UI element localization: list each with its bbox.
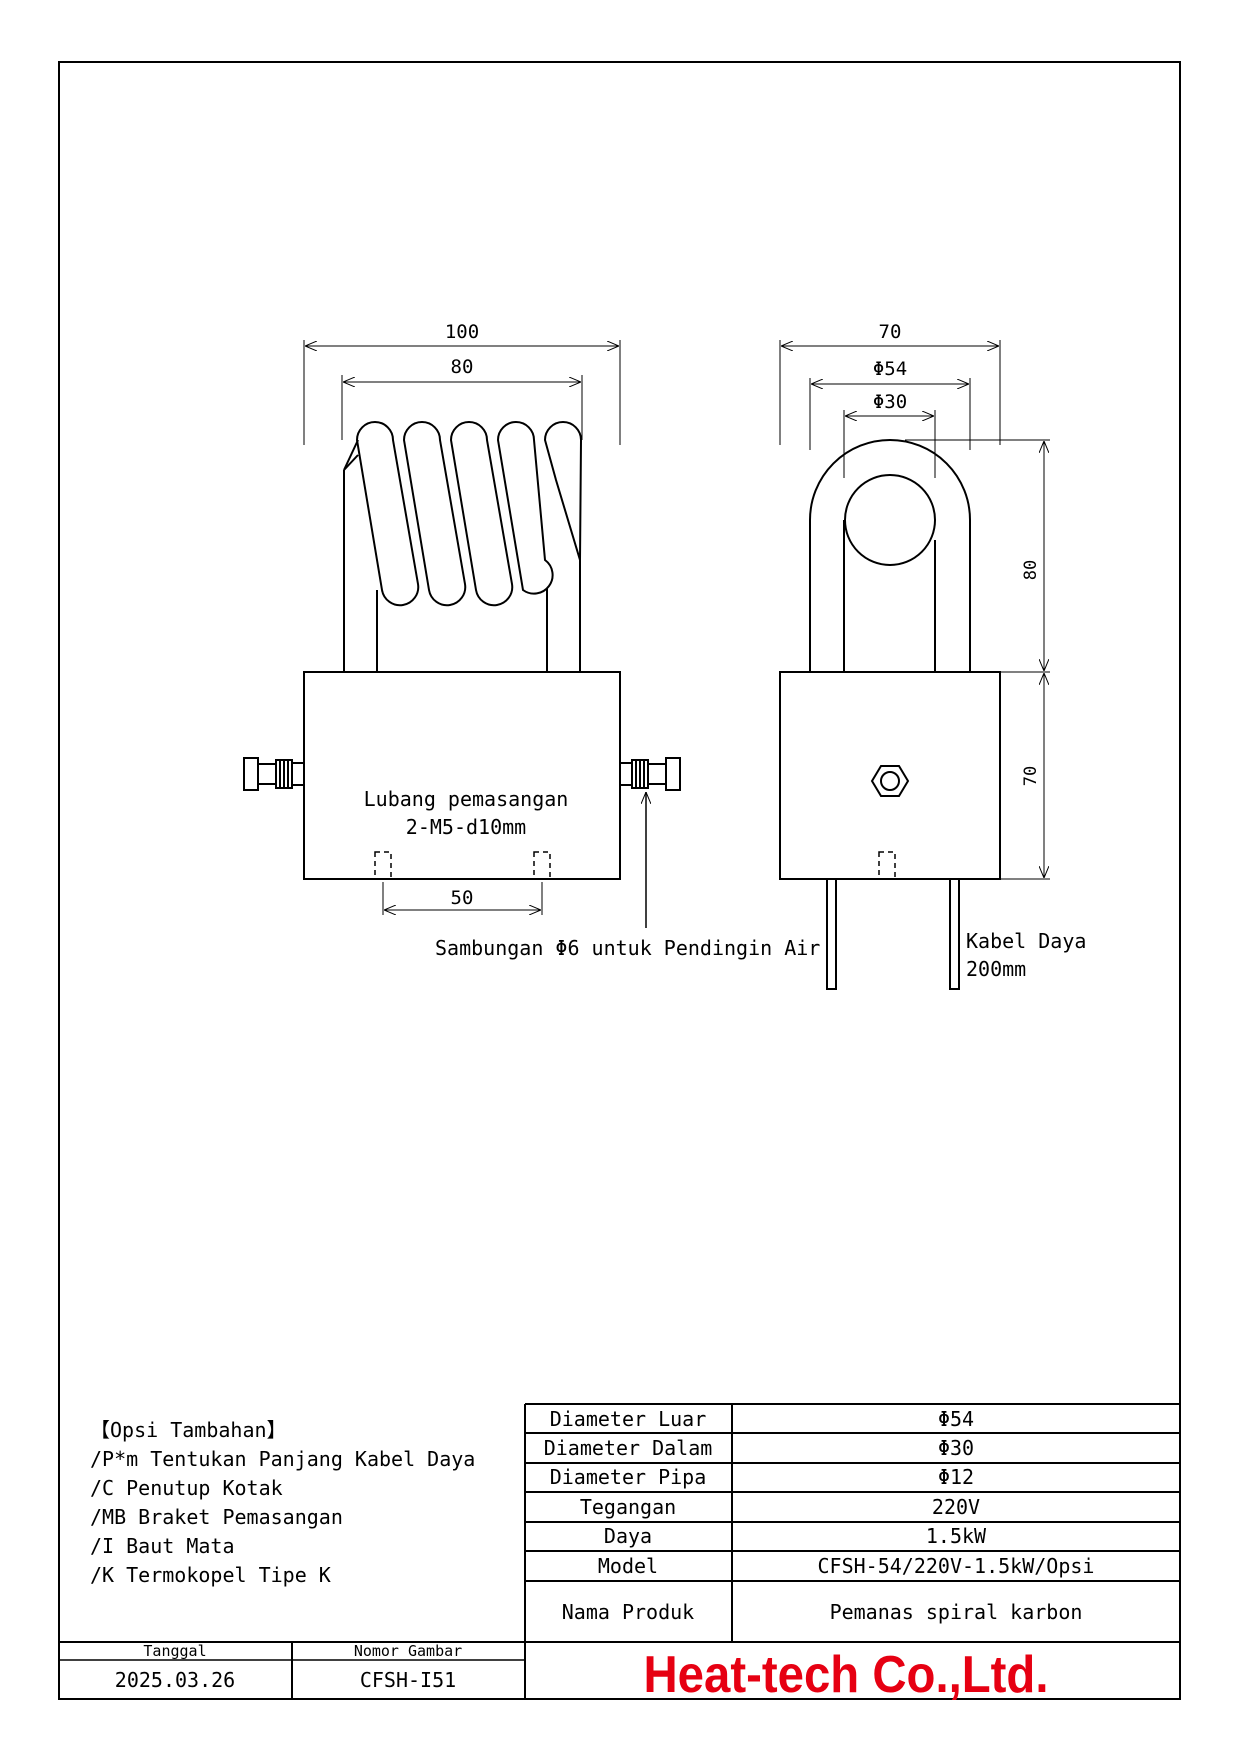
spec-label: Diameter Pipa [550,1465,707,1489]
spec-value: Φ30 [938,1436,974,1460]
title-block [59,1641,525,1699]
date-value: 2025.03.26 [115,1668,235,1692]
option-item: /P*m Tentukan Panjang Kabel Daya [90,1447,475,1471]
dim-side-outer-diameter: Φ54 [873,358,907,380]
drawing-frame [58,61,1181,1700]
spec-label: Model [598,1554,658,1578]
dim-front-hole-spacing: 50 [451,887,474,909]
left-water-connector [243,757,305,791]
option-item: /MB Braket Pemasangan [90,1505,343,1529]
power-cable-left [826,878,837,990]
date-label: Tanggal [143,1642,206,1660]
options-list: 【Opsi Tambahan】 /P*m Tentukan Panjang Ka… [90,1418,475,1587]
spec-table [524,1403,1180,1699]
spec-label: Daya [604,1524,652,1548]
spec-label: Diameter Luar [550,1407,707,1431]
power-cable-right [949,878,960,990]
mount-hole-spec: 2-M5-d10mm [406,815,526,839]
water-connector-label: Sambungan Φ6 untuk Pendingin Air [435,936,820,960]
front-terminal-box [303,671,621,880]
front-dimensions [303,340,621,915]
dim-side-box-height: 70 [1021,766,1041,786]
spec-rows: Diameter Luar Φ54 Diameter Dalam Φ30 Dia… [544,1407,1095,1624]
side-view [779,439,1001,990]
spec-value: Pemanas spiral karbon [830,1600,1083,1624]
power-cable-length: 200mm [966,957,1026,981]
dim-front-total-width: 100 [445,321,479,343]
spec-value: Φ12 [938,1465,974,1489]
spec-value: Φ54 [938,1407,974,1431]
spec-label: Tegangan [580,1495,676,1519]
spec-value: CFSH-54/220V-1.5kW/Opsi [818,1554,1095,1578]
drawing-no-label: Nomor Gambar [354,1642,462,1660]
company-logo: Heat-tech Co.,Ltd. [644,1646,1049,1704]
dim-side-coil-height: 80 [1021,560,1041,580]
spec-value: 1.5kW [926,1524,987,1548]
dim-side-inner-diameter: Φ30 [873,391,907,413]
heater-coil [343,421,583,607]
drawing-no-value: CFSH-I51 [360,1668,456,1692]
spec-label: Nama Produk [562,1600,694,1624]
option-item: /K Termokopel Tipe K [90,1563,331,1587]
spec-label: Diameter Dalam [544,1436,713,1460]
side-dimensions [779,340,1050,880]
power-cable-label: Kabel Daya [966,929,1086,953]
front-view [243,421,681,880]
spec-value: 220V [932,1495,980,1519]
right-water-connector [619,757,681,791]
dim-front-coil-width: 80 [451,356,474,378]
front-mounting-holes [374,851,551,880]
mount-hole-label: Lubang pemasangan [364,787,569,811]
dim-side-total-width: 70 [879,321,902,343]
option-item: /I Baut Mata [90,1534,235,1558]
options-title: 【Opsi Tambahan】 [90,1418,287,1442]
option-item: /C Penutup Kotak [90,1476,283,1500]
